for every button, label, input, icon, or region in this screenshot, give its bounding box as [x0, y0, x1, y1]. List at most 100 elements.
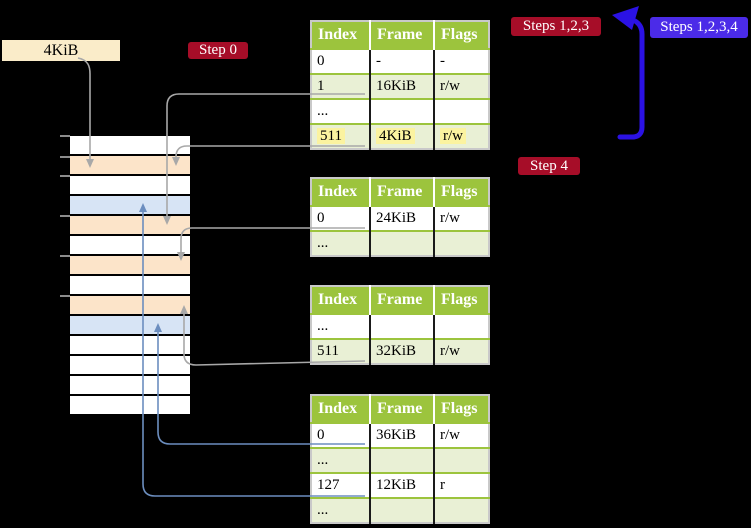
memory-frame-white [70, 174, 190, 194]
table-cell: - [434, 48, 489, 74]
memory-tick [60, 215, 70, 217]
column-header-flags: Flags [434, 178, 489, 206]
memory-frame-orange [70, 214, 190, 234]
memory-frame-white [70, 334, 190, 354]
table-cell: 0 [311, 48, 371, 74]
table-cell: 36KiB [370, 422, 435, 448]
column-header-frame: Frame [370, 178, 435, 206]
table-row: ... [311, 497, 489, 523]
column-header-frame: Frame [370, 286, 435, 314]
table-cell: 511 [311, 123, 371, 149]
memory-tick [60, 255, 70, 257]
table-cell: r [434, 472, 489, 498]
table-cell: r/w [434, 338, 489, 364]
steps123-label: Steps 1,2,3 [511, 17, 601, 36]
table-row: ... [311, 230, 489, 256]
table-cell: 127 [311, 472, 371, 498]
column-header-flags: Flags [434, 21, 489, 49]
column-header-index: Index [311, 178, 371, 206]
column-header-flags: Flags [434, 286, 489, 314]
table-cell: ... [311, 497, 371, 523]
memory-frame-white [70, 274, 190, 294]
frame-size-label: 4KiB [2, 40, 120, 61]
table-cell: 32KiB [370, 338, 435, 364]
table-cell: 16KiB [370, 73, 435, 99]
memory-frame-white [70, 394, 190, 414]
memory-frame-blue [70, 194, 190, 214]
step4-label: Step 4 [518, 157, 580, 175]
table-cell [434, 497, 489, 523]
table-cell [370, 497, 435, 523]
memory-frame-orange [70, 294, 190, 314]
physical-memory-column [70, 136, 190, 414]
table-cell [434, 98, 489, 124]
step0-label: Step 0 [188, 42, 248, 59]
column-header-frame: Frame [370, 21, 435, 49]
table-cell: 1 [311, 73, 371, 99]
memory-tick [60, 156, 70, 158]
table-cell [434, 230, 489, 256]
column-header-flags: Flags [434, 395, 489, 423]
table-row: ... [311, 98, 489, 124]
memory-frame-orange [70, 254, 190, 274]
column-header-index: Index [311, 21, 371, 49]
column-header-frame: Frame [370, 395, 435, 423]
table-cell [434, 313, 489, 339]
table-cell [370, 98, 435, 124]
highlighted-value: 4KiB [376, 128, 415, 144]
table-cell: r/w [434, 205, 489, 231]
memory-tick [60, 175, 70, 177]
table-cell: 24KiB [370, 205, 435, 231]
table-cell [370, 447, 435, 473]
table-cell [370, 230, 435, 256]
table-cell: 4KiB [370, 123, 435, 149]
memory-frame-white [70, 354, 190, 374]
table-cell: 0 [311, 422, 371, 448]
memory-frame-white [70, 234, 190, 254]
table-row: 511 4KiB r/w [311, 123, 489, 149]
steps1234-label: Steps 1,2,3,4 [650, 17, 748, 38]
table-cell [370, 313, 435, 339]
table-cell: ... [311, 313, 371, 339]
table-cell: - [370, 48, 435, 74]
arrow-steps1234-bold [612, 6, 645, 140]
table-cell: ... [311, 98, 371, 124]
table-cell: ... [311, 230, 371, 256]
table-row: ... [311, 447, 489, 473]
table-cell: ... [311, 447, 371, 473]
table-cell: 12KiB [370, 472, 435, 498]
table-row: ... [311, 313, 489, 339]
table-cell: 0 [311, 205, 371, 231]
table-row: 0-- [311, 48, 489, 74]
memory-frame-white [70, 374, 190, 394]
memory-frame-white [70, 136, 190, 154]
highlighted-value: 511 [317, 128, 345, 144]
column-header-index: Index [311, 395, 371, 423]
table-cell: r/w [434, 73, 489, 99]
column-header-index: Index [311, 286, 371, 314]
table-cell: r/w [434, 123, 489, 149]
highlighted-value: r/w [440, 128, 466, 144]
table-cell: r/w [434, 422, 489, 448]
memory-frame-orange [70, 154, 190, 174]
table-cell: 511 [311, 338, 371, 364]
memory-tick [60, 295, 70, 297]
